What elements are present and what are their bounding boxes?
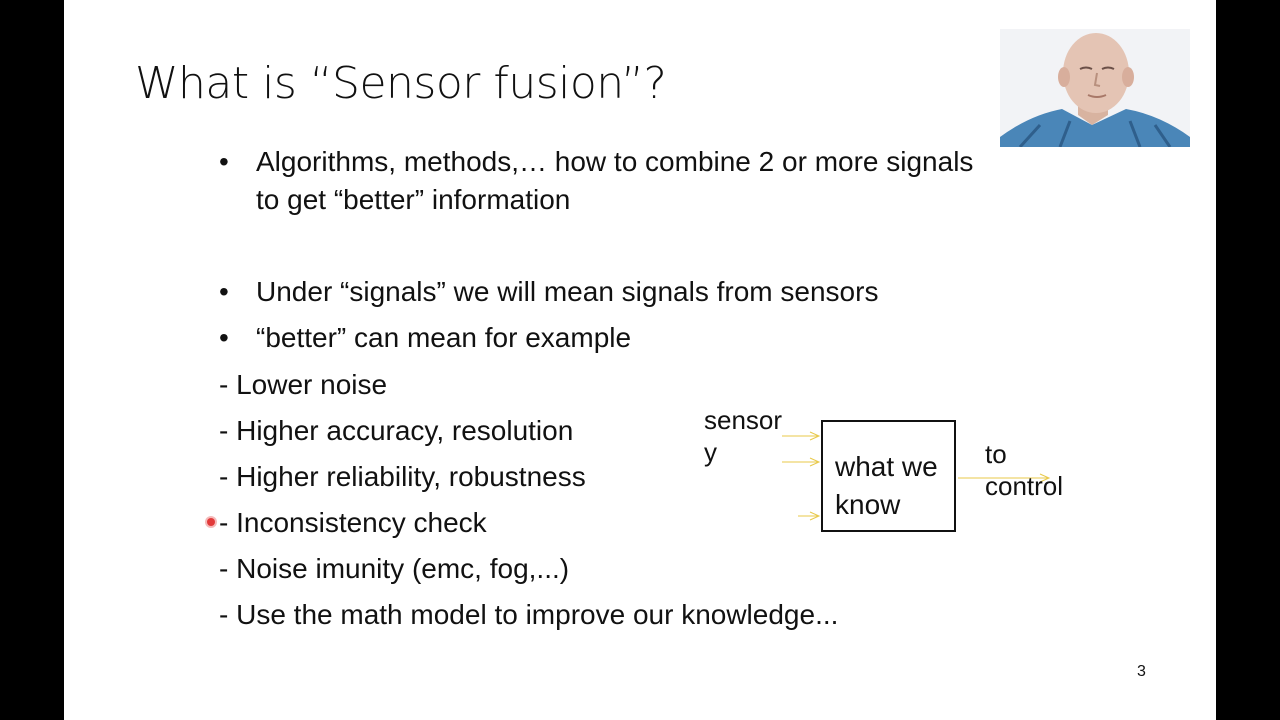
- bullet-text: Algorithms, methods,… how to combine 2 o…: [256, 146, 974, 215]
- list-item-lower-noise: - Lower noise: [219, 369, 388, 400]
- arrowhead-icon: [1039, 473, 1051, 483]
- diagram-model-box: what we know: [821, 420, 956, 532]
- diagram-input-label-line1: sensor: [704, 405, 783, 435]
- bullet-marker: •: [219, 322, 229, 353]
- presenter-silhouette-icon: [1000, 29, 1190, 147]
- diagram-input-label-line2: y: [704, 437, 717, 467]
- list-item-noise-imunity: - Noise imunity (emc, fog,...): [219, 553, 570, 584]
- arrowhead-icon: [809, 431, 821, 441]
- diagram-arrows: [782, 431, 1051, 521]
- bullet-text: “better” can mean for example: [256, 322, 632, 353]
- diagram-input-label: sensor y: [704, 404, 782, 468]
- diagram-output-label-line2: control: [985, 471, 1064, 501]
- bullet-item-better: • “better” can mean for example: [219, 319, 996, 357]
- diagram-box-label-line1: what we: [835, 451, 938, 482]
- bullet-item-algorithms: • Algorithms, methods,… how to combine 2…: [219, 143, 996, 219]
- list-item-higher-accuracy: - Higher accuracy, resolution: [219, 415, 574, 446]
- page-number: 3: [1137, 663, 1146, 680]
- list-item-inconsistency-check: - Inconsistency check: [219, 507, 487, 538]
- diagram-output-label: to control: [985, 438, 1063, 502]
- list-item-math-model: - Use the math model to improve our know…: [219, 599, 839, 630]
- laser-pointer-icon: [207, 518, 215, 526]
- diagram-box-label: what we know: [835, 448, 938, 524]
- slide-title: What is “Sensor fusion”?: [135, 58, 667, 109]
- presenter-webcam-icon: [1000, 29, 1190, 147]
- bullet-text: Under “signals” we will mean signals fro…: [256, 276, 879, 307]
- bullet-marker: •: [219, 146, 229, 177]
- bullet-marker: •: [219, 276, 229, 307]
- arrowhead-icon: [809, 511, 821, 521]
- bullet-item-signals: • Under “signals” we will mean signals f…: [219, 273, 996, 311]
- diagram-box-label-line2: know: [835, 489, 901, 520]
- diagram-output-label-line1: to: [985, 439, 1007, 469]
- arrowhead-icon: [809, 457, 821, 467]
- list-item-higher-reliability: - Higher reliability, robustness: [219, 461, 586, 492]
